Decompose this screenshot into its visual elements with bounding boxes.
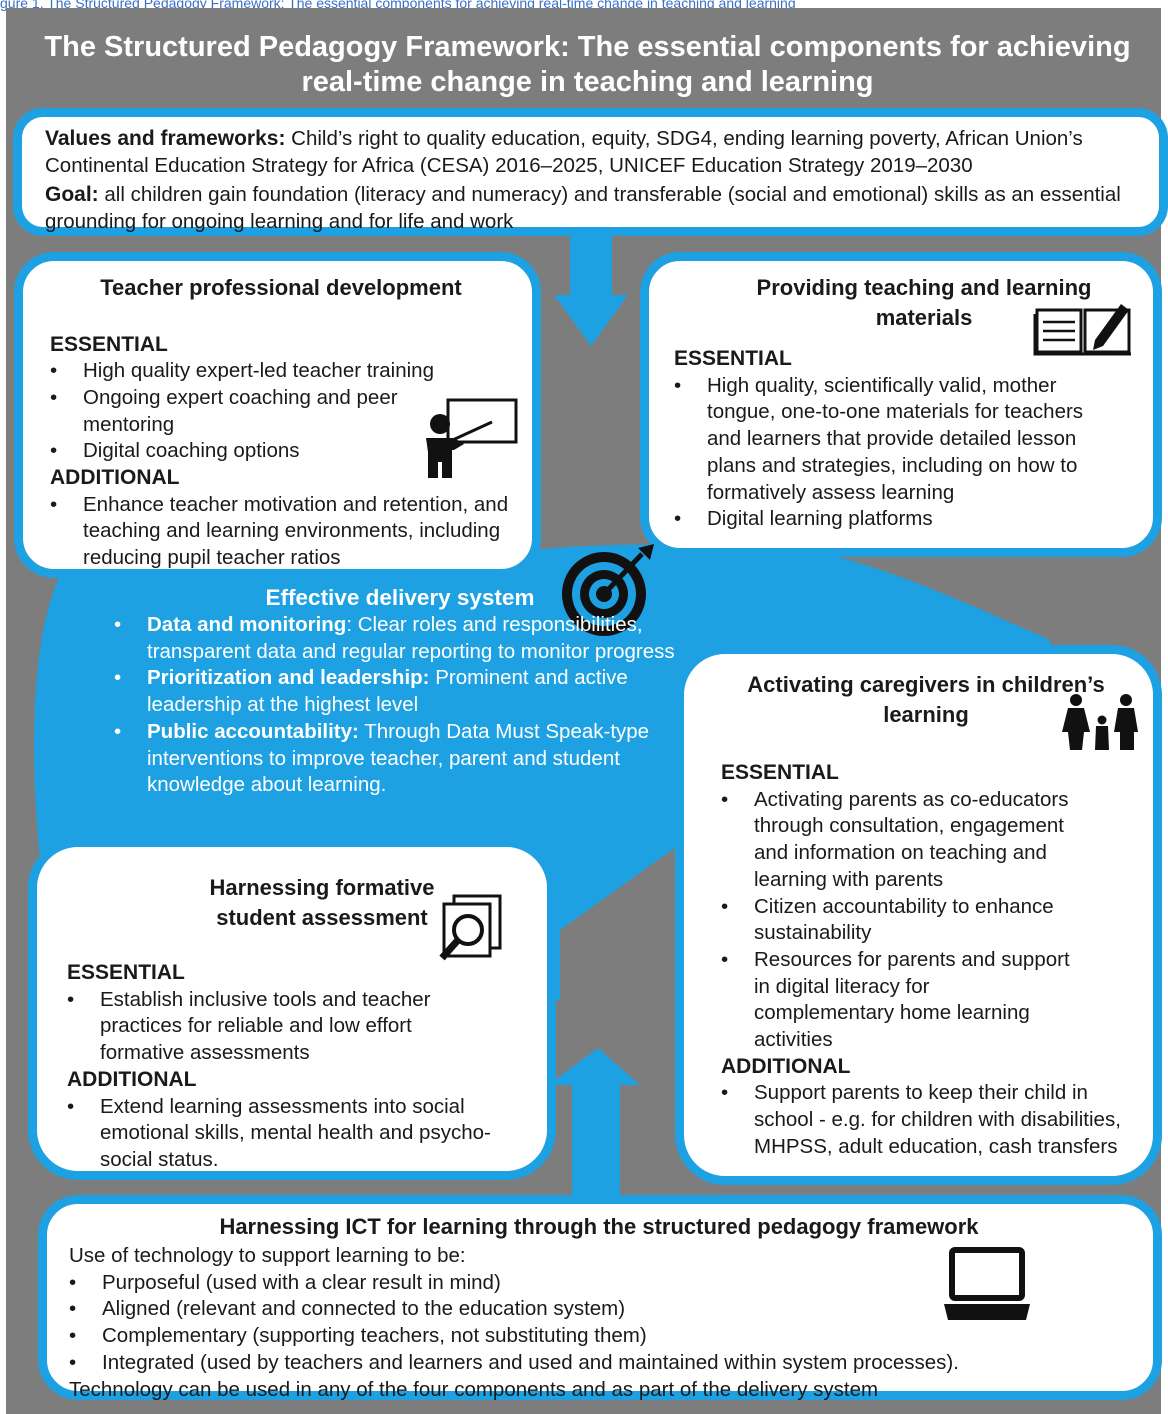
delivery-item: Prioritization and leadership: Prominent…	[114, 665, 684, 718]
materials-essential-label: ESSENTIAL	[674, 347, 792, 370]
list-item: Enhance teacher motivation and retention…	[50, 492, 512, 572]
ict-footer: Technology can be used in any of the fou…	[69, 1377, 879, 1401]
book-pencil-icon	[1033, 304, 1131, 356]
caregivers-additional-list: Support parents to keep their child in s…	[721, 1080, 1131, 1160]
delivery-item-heading: Public accountability:	[147, 719, 359, 743]
delivery-item: Public accountability: Through Data Must…	[114, 719, 684, 799]
delivery-system-title: Effective delivery system	[265, 585, 535, 610]
assessment-box: Harnessing formative student assessment …	[28, 838, 556, 1180]
list-item: Digital learning platforms	[674, 506, 1114, 533]
values-paragraph: Values and frameworks: Child’s right to …	[45, 126, 1149, 179]
list-item: Purposeful (used with a clear result in …	[69, 1270, 1133, 1297]
teacher-at-board-icon	[426, 398, 518, 478]
teacher-additional-label: ADDITIONAL	[50, 466, 180, 490]
list-item: Integrated (used by teachers and learner…	[69, 1350, 1133, 1377]
family-icon	[1062, 694, 1138, 750]
list-item: Ongoing expert coaching and peer mentori…	[50, 385, 410, 438]
teacher-additional-list: Enhance teacher motivation and retention…	[50, 492, 512, 572]
values-text: Child’s right to quality education, equi…	[45, 127, 1083, 177]
list-item: High quality, scientifically valid, moth…	[674, 373, 1114, 507]
materials-essential-list: High quality, scientifically valid, moth…	[674, 373, 1114, 533]
ict-list: Purposeful (used with a clear result in …	[69, 1270, 1133, 1377]
list-item: Citizen accountability to enhance sustai…	[721, 894, 1101, 947]
list-item: Digital coaching options	[50, 438, 410, 465]
up-arrow	[548, 1048, 640, 1200]
values-label: Values and frameworks:	[45, 127, 286, 150]
down-arrow	[554, 225, 628, 346]
list-item: High quality expert-led teacher training	[50, 358, 513, 385]
ict-title: Harnessing ICT for learning through the …	[219, 1214, 979, 1239]
caregivers-essential-list: Activating parents as co-educators throu…	[721, 787, 1101, 1054]
list-item: Support parents to keep their child in s…	[721, 1080, 1131, 1160]
delivery-item: Data and monitoring: Clear roles and res…	[114, 612, 684, 665]
delivery-item-text: : Clear roles and responsibilities, tran…	[147, 613, 675, 663]
delivery-system-list: Data and monitoring: Clear roles and res…	[114, 612, 684, 799]
framework-title: The Structured Pedagogy Framework: The e…	[44, 31, 1131, 98]
goal-paragraph: Goal: all children gain foundation (lite…	[45, 182, 1149, 235]
caregivers-title: Activating caregivers in children’s lear…	[747, 672, 1105, 727]
delivery-item-text: Prominent and active leadership at the h…	[147, 666, 628, 717]
delivery-item-heading: Data and monitoring	[147, 613, 347, 636]
figure-caption-fragment: gure 1. The Structured Pedagogy Framewor…	[0, 0, 796, 11]
goal-label: Goal:	[45, 183, 99, 207]
list-item: Establish inclusive tools and teacher pr…	[67, 987, 467, 1067]
assessment-essential-label: ESSENTIAL	[67, 961, 185, 984]
assessment-additional-list: Extend learning assessments into social …	[67, 1094, 527, 1174]
teacher-development-title: Teacher professional development	[100, 275, 462, 300]
assessment-additional-label: ADDITIONAL	[67, 1067, 197, 1091]
assessment-title: Harnessing formative student assessment	[209, 875, 435, 930]
teacher-essential-label: ESSENTIAL	[50, 332, 168, 356]
list-item: Resources for parents and support in dig…	[721, 947, 1074, 1054]
teacher-essential-list: High quality expert-led teacher training…	[50, 358, 434, 465]
ict-intro: Use of technology to support learning to…	[69, 1244, 466, 1267]
materials-box: Providing teaching and learning material…	[640, 252, 1162, 557]
goal-text: all children gain foundation (literacy a…	[45, 183, 1121, 234]
caregivers-additional-label: ADDITIONAL	[721, 1054, 851, 1078]
materials-title: Providing teaching and learning material…	[756, 275, 1092, 330]
list-item: Activating parents as co-educators throu…	[721, 787, 1101, 894]
caregivers-essential-label: ESSENTIAL	[721, 761, 839, 784]
delivery-item-heading: Prioritization and leadership:	[147, 666, 430, 690]
list-item: Aligned (relevant and connected to the e…	[69, 1296, 1133, 1323]
list-item: Extend learning assessments into social …	[67, 1094, 527, 1174]
laptop-icon	[944, 1247, 1030, 1320]
assessment-essential-list: Establish inclusive tools and teacher pr…	[67, 987, 467, 1067]
magnifier-documents-icon	[439, 894, 502, 961]
caregivers-box: Activating caregivers in children’s lear…	[675, 645, 1162, 1185]
list-item: Complementary (supporting teachers, not …	[69, 1323, 1133, 1350]
values-frameworks-box: Values and frameworks: Child’s right to …	[13, 108, 1168, 236]
delivery-item-text: Through Data Must Speak-type interventio…	[147, 719, 650, 797]
